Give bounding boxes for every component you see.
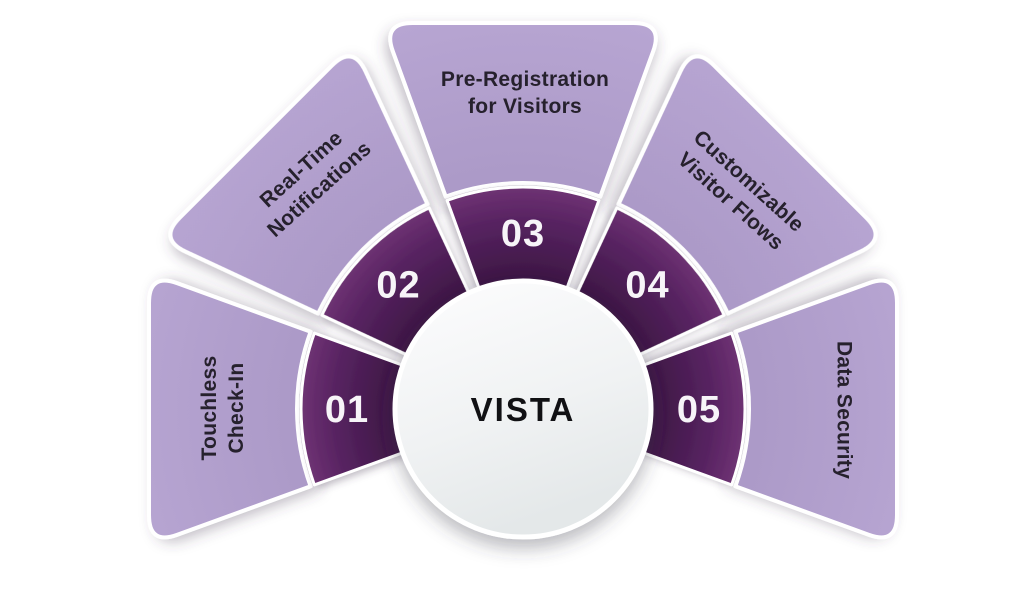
ring-number-03: 03 <box>501 213 545 255</box>
diagram-title: VISTA <box>471 391 576 428</box>
petal-data-security <box>733 278 899 540</box>
center-circle <box>392 278 654 540</box>
petal-customizable-visitor-flows <box>616 54 878 316</box>
ring-number-01: 01 <box>325 389 369 431</box>
petal-real-time-notifications <box>168 54 430 316</box>
petal-touchless-check-in <box>147 278 313 540</box>
ring-number-05: 05 <box>677 389 721 431</box>
ring-number-04: 04 <box>625 265 669 307</box>
ring-number-02: 02 <box>376 265 420 307</box>
petal-pre-registration <box>388 21 658 199</box>
